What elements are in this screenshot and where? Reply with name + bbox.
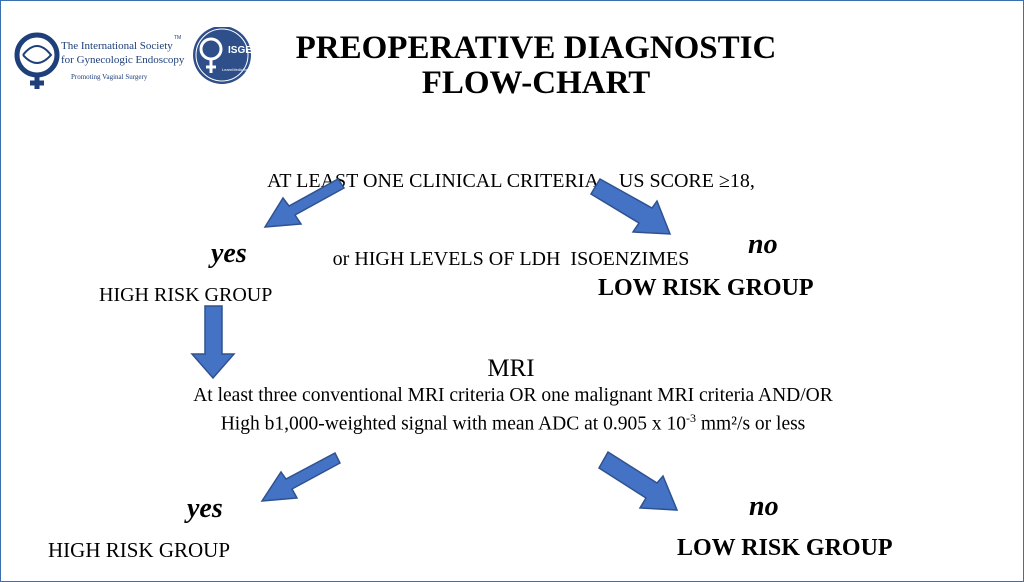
- yes-label-1: yes: [211, 238, 247, 269]
- arrow-yes-1: [263, 178, 346, 228]
- arrow-down-high-risk: [190, 305, 236, 380]
- society-line-1: The International Society: [61, 40, 173, 52]
- yes-label-2: yes: [187, 493, 223, 524]
- seal-caption: LearnMedicine: [222, 67, 249, 72]
- arrow-no-2: [597, 450, 679, 511]
- trademark-mark: TM: [174, 35, 181, 41]
- society-tagline: Promoting Vaginal Surgery: [71, 73, 148, 81]
- no-label-2: no: [749, 491, 779, 522]
- high-risk-group-2: HIGH RISK GROUP: [48, 538, 231, 562]
- low-risk-group-1: LOW RISK GROUP: [598, 275, 814, 301]
- mri-exponent: -3: [685, 411, 696, 425]
- criteria-line-2: or HIGH LEVELS OF LDH ISOENZIMES: [332, 248, 690, 270]
- isge-logo: The International Society for Gynecologi…: [14, 27, 252, 89]
- title-line-2: FLOW-CHART: [421, 65, 651, 101]
- mri-line-2-suffix: mm²/s or less: [695, 413, 806, 435]
- high-risk-group-1: HIGH RISK GROUP: [99, 284, 273, 306]
- mri-line-2-prefix: High b1,000-weighted signal with mean AD…: [220, 413, 686, 435]
- arrow-yes-2: [260, 451, 341, 502]
- mri-title: MRI: [487, 355, 535, 382]
- mri-criteria-line-2: High b1,000-weighted signal with mean AD…: [13, 411, 1013, 436]
- no-label-1: no: [748, 229, 778, 260]
- society-emblem-icon: [14, 32, 60, 89]
- isge-seal-icon: [193, 27, 251, 84]
- low-risk-group-2: LOW RISK GROUP: [677, 535, 893, 561]
- arrow-no-1: [589, 177, 672, 235]
- title-line-1: PREOPERATIVE DIAGNOSTIC: [295, 30, 777, 66]
- page-title: PREOPERATIVE DIAGNOSTIC FLOW-CHART: [231, 31, 841, 101]
- society-line-2: for Gynecologic Endoscopy: [61, 54, 185, 66]
- isge-label: ISGE: [228, 45, 252, 56]
- mri-criteria-line-1: At least three conventional MRI criteria…: [193, 385, 833, 406]
